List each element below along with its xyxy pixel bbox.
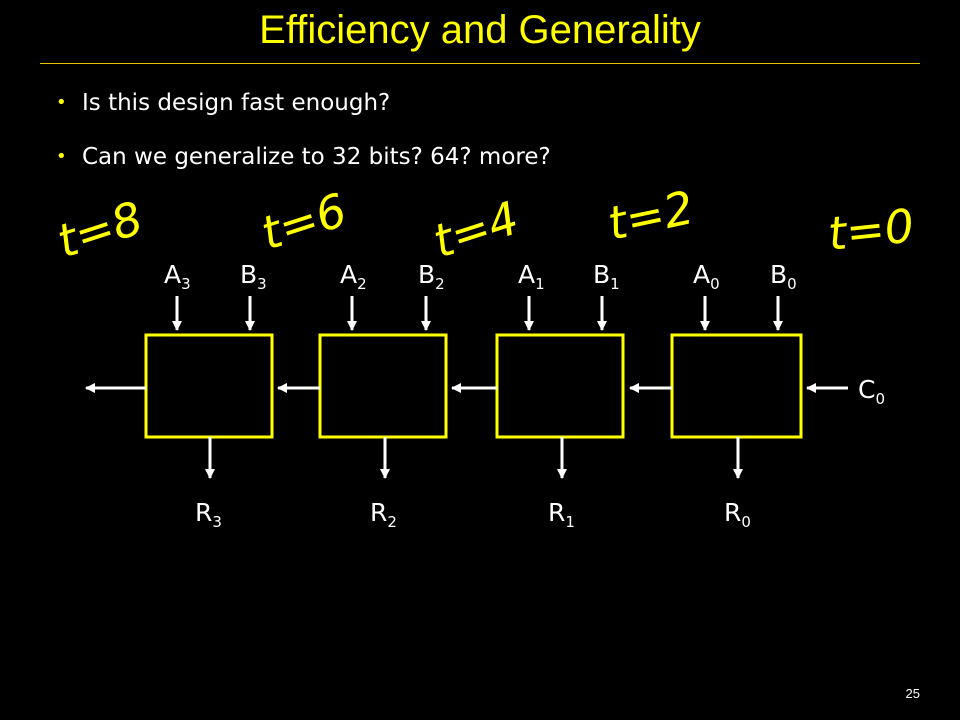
input-label-a2: A2 <box>340 260 367 293</box>
slide-title: Efficiency and Generality <box>259 8 701 52</box>
output-label-r3: R3 <box>195 498 222 531</box>
adder-box-1 <box>495 333 625 439</box>
input-label-a1: A1 <box>518 260 545 293</box>
timing-annotation-carry-in: t=0 <box>826 198 917 261</box>
bullet-dot-icon: • <box>56 92 67 113</box>
carry-in-label: C0 <box>858 375 885 408</box>
adder-stage-2: A2 B2 R2 <box>277 260 448 531</box>
input-label-a0: A0 <box>693 260 720 293</box>
bullet-text: Is this design fast enough? <box>82 90 391 116</box>
timing-annotation-stage-2: t=6 <box>255 183 353 261</box>
carry-in: C0 <box>806 375 885 408</box>
adder-box-2 <box>318 333 448 439</box>
bullet-item: • Can we generalize to 32 bits? 64? more… <box>56 142 551 172</box>
input-label-b1: B1 <box>593 260 620 293</box>
adder-box-0 <box>670 333 803 439</box>
input-label-a3: A3 <box>164 260 191 293</box>
page-number: 25 <box>905 686 920 701</box>
output-label-r2: R2 <box>370 498 397 531</box>
adder-box-3 <box>144 333 274 439</box>
title-underline <box>40 63 920 64</box>
bullet-text: Can we generalize to 32 bits? 64? more? <box>82 144 551 170</box>
bullet-list: • Is this design fast enough? • Can we g… <box>56 88 551 196</box>
adder-stage-3: A3 B3 R3 <box>85 260 274 531</box>
output-label-r1: R1 <box>548 498 575 531</box>
output-label-r0: R0 <box>724 498 751 531</box>
adder-stage-1: A1 B1 R1 <box>451 260 625 531</box>
bullet-dot-icon: • <box>56 146 67 167</box>
bullet-item: • Is this design fast enough? <box>56 88 551 118</box>
input-label-b0: B0 <box>770 260 797 293</box>
timing-annotation-stage-0: t=2 <box>603 180 698 251</box>
input-label-b2: B2 <box>418 260 445 293</box>
input-label-b3: B3 <box>240 260 267 293</box>
timing-annotation-stage-1: t=4 <box>427 191 525 269</box>
timing-annotation-stage-3: t=8 <box>51 191 149 269</box>
adder-stage-0: A0 B0 R0 <box>629 260 803 531</box>
